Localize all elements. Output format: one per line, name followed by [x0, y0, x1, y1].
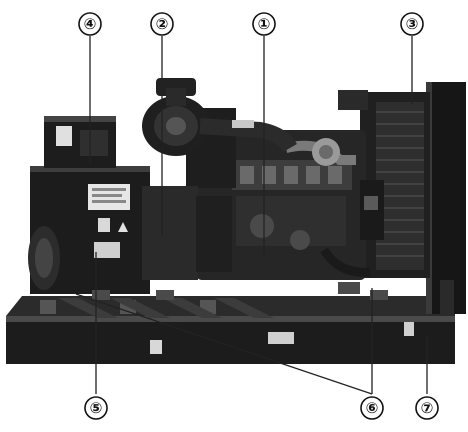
alternator — [28, 166, 232, 294]
callout-3-label: ③ — [406, 15, 419, 33]
alternator-small-label — [98, 218, 110, 232]
control-box-label — [56, 126, 72, 146]
warning-triangle-icon — [118, 222, 128, 232]
callout-2-label: ② — [156, 15, 169, 33]
callout-3: ③ — [400, 12, 424, 36]
callout-6: ⑥ — [360, 396, 384, 420]
engine-block — [196, 130, 384, 280]
callout-1: ① — [252, 12, 276, 36]
frame-side-sticker — [404, 322, 414, 336]
callout-4-label: ④ — [84, 15, 97, 33]
callout-1-label: ① — [258, 15, 271, 33]
callout-7-label: ⑦ — [421, 399, 434, 417]
frame-label-sticker — [150, 340, 162, 354]
callout-6-label: ⑥ — [366, 399, 379, 417]
leader-line-6a — [75, 293, 373, 395]
frame-logo-plate — [268, 332, 294, 344]
base-frame — [6, 296, 455, 364]
vibration-mounts — [92, 282, 388, 300]
air-filter — [142, 78, 297, 188]
control-box — [44, 116, 116, 168]
callout-4: ④ — [78, 12, 102, 36]
callout-5-label: ⑤ — [90, 399, 103, 417]
callout-2: ② — [150, 12, 174, 36]
air-filter-band — [232, 120, 254, 128]
leader-lines — [75, 36, 428, 395]
callout-5: ⑤ — [84, 396, 108, 420]
alternator-lower-label — [94, 242, 120, 258]
callout-7: ⑦ — [415, 396, 439, 420]
